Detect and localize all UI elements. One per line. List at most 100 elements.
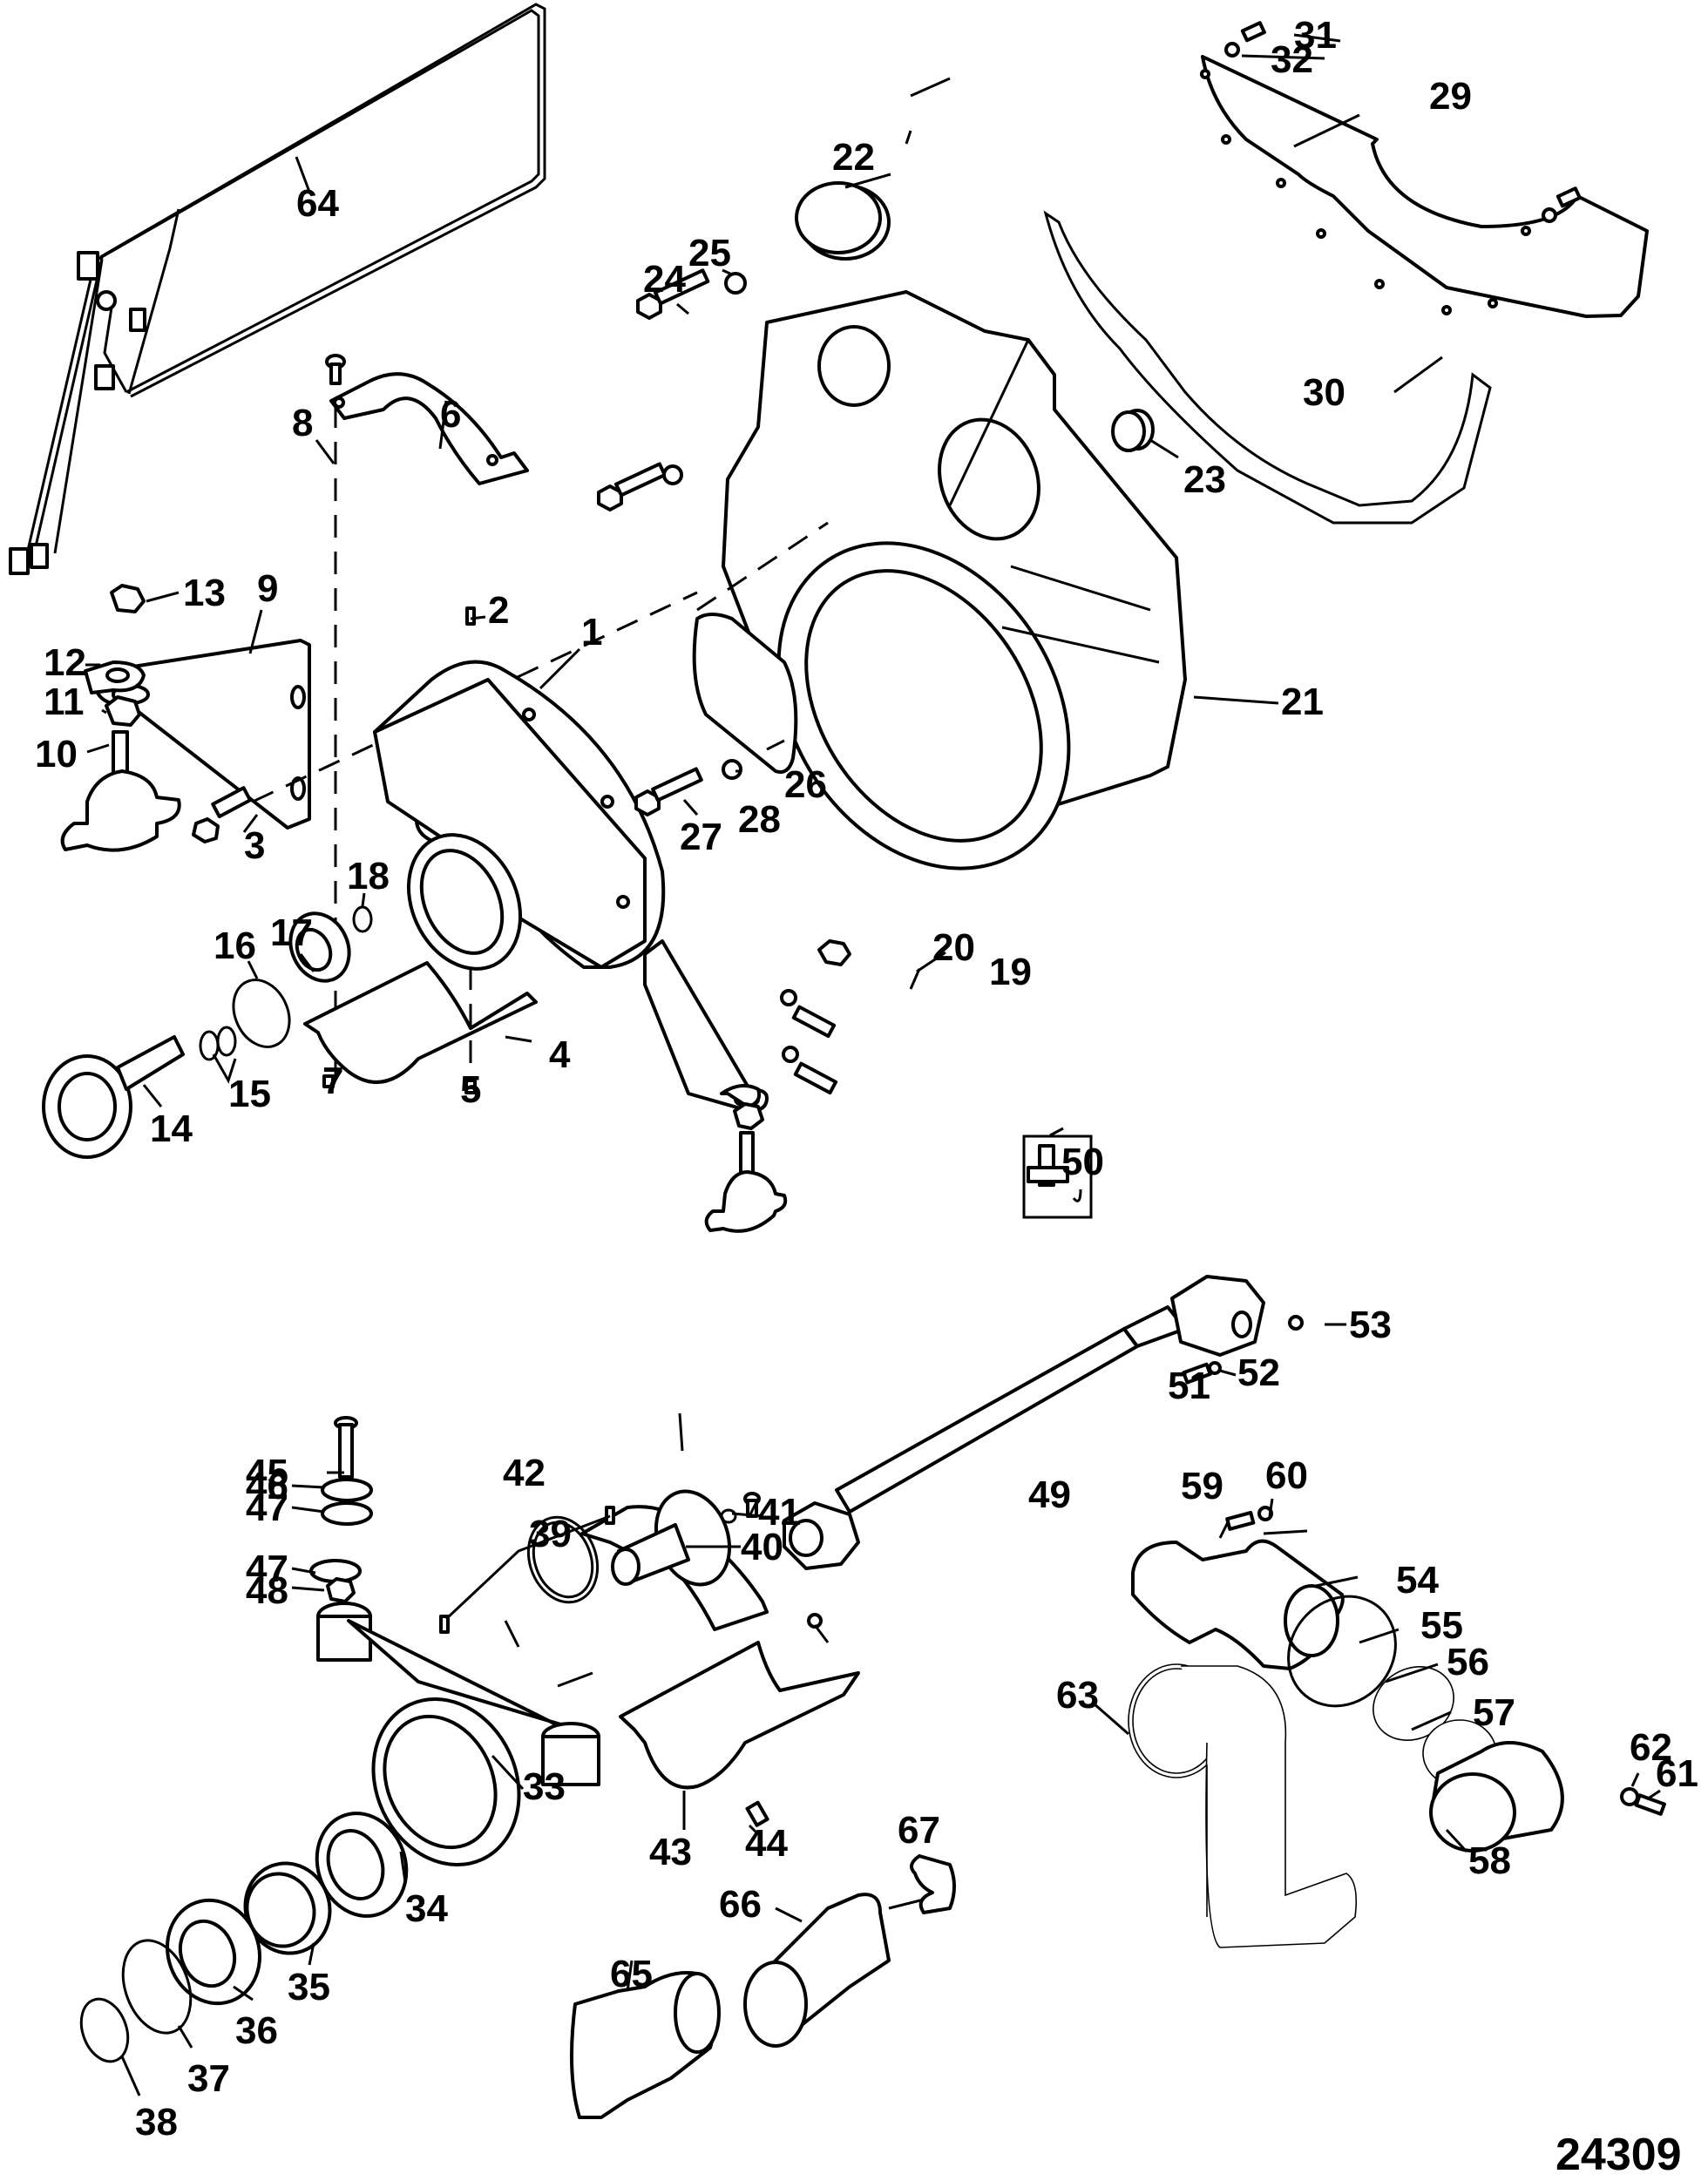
callout-63: 63 [1056,1674,1099,1717]
callout-52: 52 [1237,1351,1280,1394]
nut-icon [326,1577,356,1603]
screw-icon [192,786,253,843]
callout-37: 37 [187,2057,230,2100]
callout-3: 3 [244,824,265,867]
screw-icon [597,462,667,511]
connector-icon [77,251,99,281]
driveshaft [783,1275,1265,1570]
callout-35: 35 [288,1966,330,2008]
bearing-icon [315,1812,409,1918]
nut-icon [110,584,146,613]
callout-64: 64 [296,182,339,225]
retaining-ring-icon [352,905,373,933]
screw-icon [634,767,703,816]
o-ring-icon [1287,1595,1397,1708]
clamp-icon [910,1854,956,1914]
exhaust-pipe [1128,1663,1358,1948]
callout-43: 43 [649,1831,692,1873]
callout-11: 11 [44,681,85,723]
leader-lines [85,33,1661,2096]
flywheel-housing [722,290,1187,870]
plug-icon [795,181,891,261]
seal-icon [526,1515,600,1604]
callout-6: 6 [440,393,461,436]
callout-23: 23 [1183,458,1226,501]
callout-47b: 47 [246,1548,288,1590]
callout-42: 42 [503,1452,546,1494]
washer-icon [722,759,742,780]
callout-47a: 47 [246,1487,288,1529]
screw-icon [1225,1510,1256,1531]
callout-28: 28 [738,798,781,841]
callout-12: 12 [44,641,86,684]
connector-icon [30,543,49,569]
washer-icon [1542,207,1557,223]
nut-icon [322,1074,335,1088]
callout-58: 58 [1468,1839,1511,1882]
callout-31: 31 [1294,14,1337,57]
screw-icon [464,1079,477,1094]
callout-26: 26 [784,763,827,806]
isolator-icon [321,1501,373,1526]
nut-icon [807,1613,823,1629]
callout-41: 41 [758,1491,801,1534]
callout-66: 66 [719,1883,762,1926]
callout-45: 45 [246,1452,288,1494]
callout-29: 29 [1429,75,1472,118]
engine-mount-left [60,730,181,852]
bearing-icon [166,1898,261,2006]
callout-labels: 1 2 3 4 5 6 7 8 9 10 11 12 13 14 15 16 1… [35,14,1698,2144]
screw-icon [636,268,710,320]
callout-50: 50 [1061,1141,1104,1183]
adapter-plate [373,660,666,971]
callout-49: 49 [1028,1473,1071,1516]
plug-icon [1111,409,1155,452]
washer-icon [321,1478,373,1502]
washer-icon [662,464,683,485]
u-joint-kit-box [1022,1135,1093,1219]
callout-62: 62 [1630,1726,1672,1769]
callout-33: 33 [523,1765,566,1808]
wiring-harness [9,3,546,575]
nut-icon [733,1102,764,1130]
flywheel-cover [1200,55,1649,318]
yoke-flange [611,1489,732,1587]
callout-16: 16 [214,925,256,967]
callout-38: 38 [135,2101,178,2144]
upper-shield-top [329,372,529,485]
figure-number: 24309 [1556,2130,1682,2180]
lower-shield-bottom [619,1641,860,1790]
screw-icon [745,1800,769,1827]
washer-icon [724,272,747,295]
exhaust-elbow [1131,1539,1345,1670]
callout-46: 46 [246,1465,288,1507]
screw-icon [325,354,346,385]
callout-36: 36 [235,2009,278,2052]
callout-14: 14 [150,1107,193,1150]
grease-fitting-icon [465,606,476,626]
engine-mount-right [704,1131,788,1233]
callout-30: 30 [1303,371,1345,414]
callout-18: 18 [347,855,390,897]
snap-ring-icon [121,1939,193,2035]
bearing-icon [288,911,351,983]
callout-17: 17 [270,911,313,954]
exhaust-tube-66 [743,1893,891,2048]
callout-1: 1 [581,611,602,654]
exhaust-tube-65 [570,1971,721,2119]
screw-icon [780,989,837,1039]
grease-fitting-icon [605,1506,615,1525]
screw-icon [782,1046,838,1095]
callout-56: 56 [1447,1641,1489,1683]
connector-icon [9,547,30,575]
callout-39: 39 [529,1513,572,1555]
o-ring-icon [720,1508,737,1524]
callout-5: 5 [460,1068,481,1111]
washer-icon [1257,1506,1273,1521]
callout-9: 9 [257,567,278,610]
callout-55: 55 [1420,1604,1463,1647]
washer-icon [1620,1787,1639,1806]
cover-plate [692,613,798,774]
nut-icon [817,939,851,966]
callout-54: 54 [1396,1559,1439,1602]
